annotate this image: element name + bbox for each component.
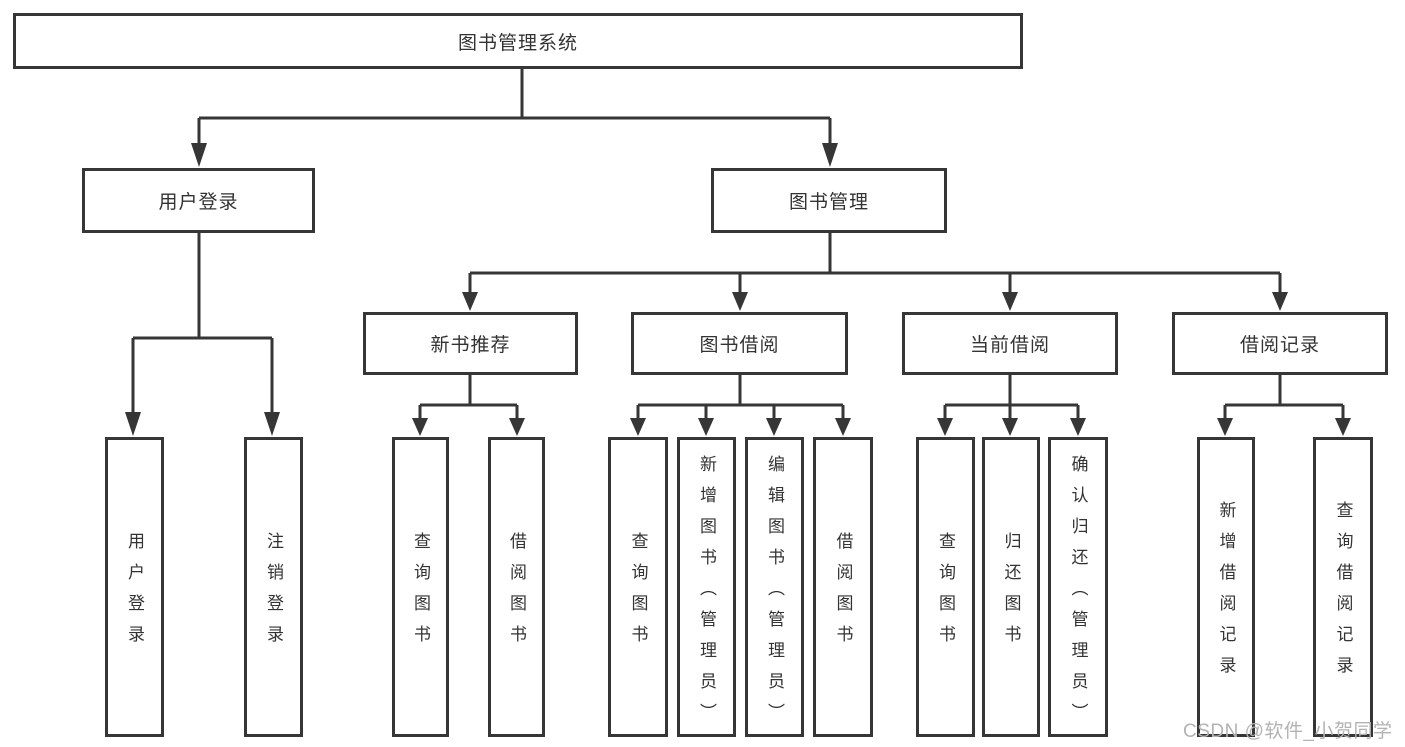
leaf-br-query-record-label: 查询借阅记录 [1333,501,1353,687]
watermark: CSDN @软件_小贺同学 [1183,721,1393,742]
leaf-logout-label: 注销登录 [264,532,283,656]
leaf-cb-confirm-return-admin: 确认归还（管理员） [1048,437,1108,737]
leaf-bb-edit-book-admin: 编辑图书（管理员） [745,437,804,737]
leaf-br-add-record-label: 新增借阅记录 [1216,501,1236,687]
leaf-cb-query-books: 查询图书 [916,437,975,737]
leaf-bb-borrow-books-label: 借阅图书 [833,532,853,656]
leaf-bb-query-books: 查询图书 [608,437,668,737]
node-current-borrowing-label: 当前借阅 [969,335,1050,356]
leaf-cb-return-books-label: 归还图书 [1001,532,1021,656]
leaf-bb-borrow-books: 借阅图书 [813,437,873,737]
node-borrowing-records: 借阅记录 [1172,312,1388,375]
leaf-nbr-query-books: 查询图书 [392,437,449,737]
leaf-br-query-record: 查询借阅记录 [1313,437,1373,737]
leaf-bb-add-book-admin: 新增图书（管理员） [677,437,736,737]
leaf-nbr-borrow-books-label: 借阅图书 [507,532,526,656]
leaf-nbr-query-books-label: 查询图书 [411,532,430,656]
leaf-br-add-record: 新增借阅记录 [1197,437,1255,737]
node-book-borrowing: 图书借阅 [631,312,848,375]
node-new-book-recommend: 新书推荐 [363,312,578,375]
leaf-cb-confirm-return-admin-label: 确认归还（管理员） [1068,454,1088,734]
node-user-login: 用户登录 [82,168,315,233]
node-library-system: 图书管理系统 [13,13,1023,69]
leaf-bb-add-book-admin-label: 新增图书（管理员） [697,454,716,734]
node-library-system-label: 图书管理系统 [457,32,578,54]
leaf-bb-query-books-label: 查询图书 [628,532,648,656]
node-book-borrowing-label: 图书借阅 [699,335,780,356]
node-new-book-recommend-label: 新书推荐 [430,335,511,356]
leaf-logout: 注销登录 [244,437,303,737]
node-book-management: 图书管理 [711,168,947,233]
leaf-cb-return-books: 归还图书 [982,437,1040,737]
leaf-user-login: 用户登录 [105,437,164,737]
leaf-nbr-borrow-books: 借阅图书 [488,437,545,737]
node-borrowing-records-label: 借阅记录 [1239,335,1320,356]
node-user-login-label: 用户登录 [158,192,239,213]
node-current-borrowing: 当前借阅 [902,312,1118,375]
node-book-management-label: 图书管理 [788,192,869,213]
leaf-cb-query-books-label: 查询图书 [936,532,955,656]
leaf-bb-edit-book-admin-label: 编辑图书（管理员） [765,454,784,734]
leaf-user-login-label: 用户登录 [125,532,144,656]
